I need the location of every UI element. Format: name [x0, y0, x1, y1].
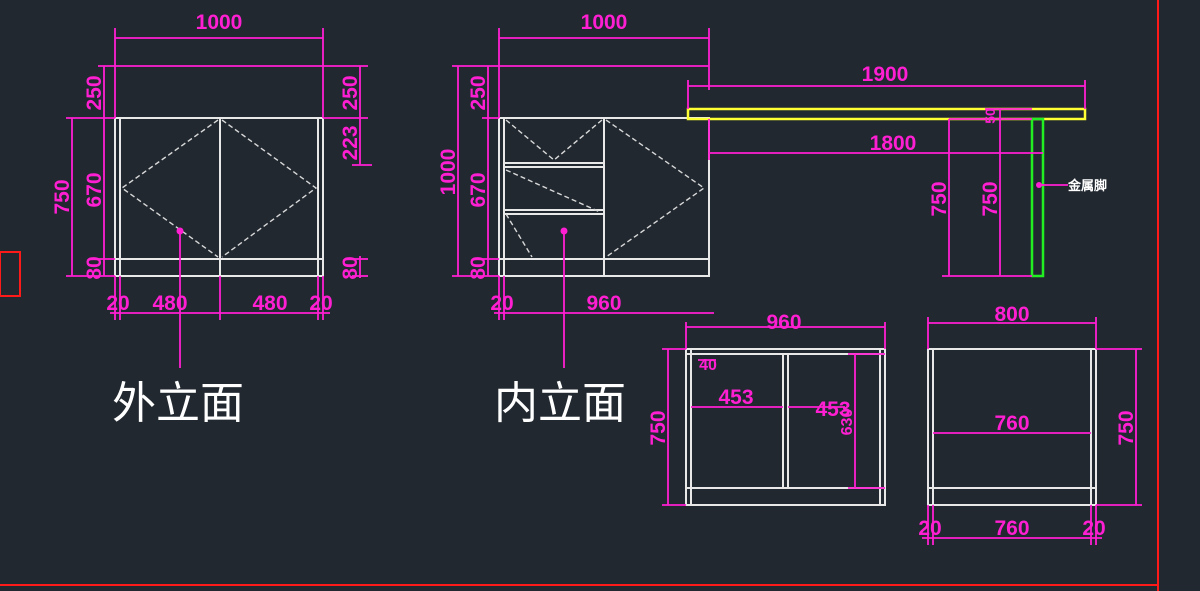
inner-elevation — [452, 28, 714, 368]
dim-s1-width: 960 — [766, 311, 801, 334]
dim-s1-630: 630 — [839, 409, 856, 436]
dim-top-1800: 1800 — [870, 132, 917, 155]
dim-outer-width: 1000 — [196, 11, 243, 34]
dim-leg-750a: 750 — [928, 181, 951, 216]
dim-s1-453b: 453 — [815, 398, 850, 421]
dim-top-1900: 1900 — [862, 63, 909, 86]
dim-s2-760: 760 — [994, 412, 1029, 435]
dim-s2-bottom-760: 760 — [994, 517, 1029, 540]
dim-inner-top: 250 — [467, 75, 490, 110]
dim-outer-bottom-480a: 480 — [152, 292, 187, 315]
dim-outer-bottom-left: 20 — [106, 292, 129, 315]
dim-inner-width: 1000 — [581, 11, 628, 34]
title-inner-elevation: 内立面 — [494, 378, 626, 429]
dim-inner-body: 670 — [467, 172, 490, 207]
dim-s2-750: 750 — [1115, 410, 1138, 445]
label-metal-leg: 金属脚 — [1067, 178, 1107, 194]
dim-outer-body: 670 — [83, 172, 106, 207]
dim-s2-bottom-left: 20 — [918, 517, 941, 540]
dim-inner-bottom-960: 960 — [586, 292, 621, 315]
section-960 — [662, 322, 886, 506]
dim-s1-453a: 453 — [718, 386, 753, 409]
dim-outer-bottom-right: 20 — [309, 292, 332, 315]
dim-inner-bottom-left: 20 — [490, 292, 513, 315]
dim-inner-height: 1000 — [437, 149, 460, 196]
outer-elevation — [66, 28, 372, 368]
countertop-side-view — [686, 80, 1087, 278]
section-800 — [922, 317, 1142, 545]
dim-leg-750b: 750 — [979, 181, 1002, 216]
dim-outer-base: 80 — [83, 256, 106, 279]
dim-s2-bottom-right: 20 — [1082, 517, 1105, 540]
title-outer-elevation: 外立面 — [112, 378, 244, 429]
dim-outer-right-base: 80 — [339, 256, 362, 279]
dim-outer-right-top: 250 — [339, 75, 362, 110]
dim-s2-width: 800 — [994, 303, 1029, 326]
dim-outer-top: 250 — [83, 75, 106, 110]
dim-outer-right-mid: 223 — [339, 125, 362, 160]
dim-outer-bottom-480b: 480 — [252, 292, 287, 315]
dim-top-thick: 50 — [982, 108, 998, 124]
drawing-frame — [0, 0, 1159, 591]
dim-s1-750: 750 — [647, 410, 670, 445]
dim-outer-height: 750 — [51, 179, 74, 214]
dim-s1-40: 40 — [699, 357, 717, 374]
dim-inner-base: 80 — [467, 256, 490, 279]
